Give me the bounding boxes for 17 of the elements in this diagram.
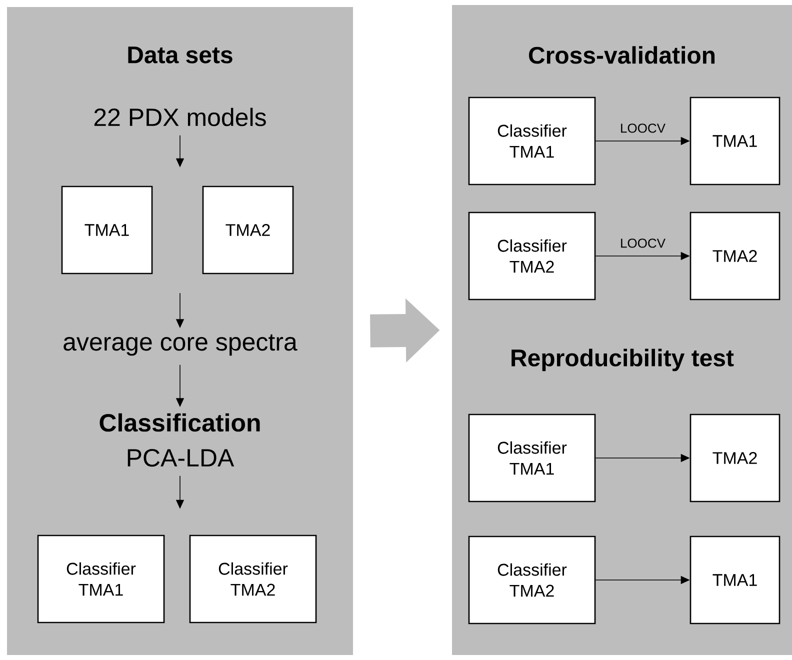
box: TMA2 (202, 186, 294, 274)
step-label: average core spectra (64, 334, 298, 356)
classifier-box: Classifier TMA1 (468, 414, 596, 502)
edge-label: LOOCV (619, 122, 666, 134)
classifier-box: Classifier TMA2 (468, 212, 596, 300)
box: TMA1 (690, 96, 780, 186)
classifier-box: Classifier TMA1 (468, 96, 596, 186)
box: TMA1 (61, 186, 153, 274)
classifier-box: Classifier TMA1 (37, 534, 165, 624)
step-label: 22 PDX models (94, 108, 266, 126)
box: TMA2 (690, 414, 780, 502)
box: TMA1 (690, 536, 780, 624)
step-label: Classification PCA-LDA (100, 413, 260, 467)
classifier-box: Classifier TMA2 (468, 536, 596, 624)
classifier-box: Classifier TMA2 (189, 534, 317, 624)
edge-label: LOOCV (619, 238, 666, 249)
box: TMA2 (690, 212, 780, 300)
